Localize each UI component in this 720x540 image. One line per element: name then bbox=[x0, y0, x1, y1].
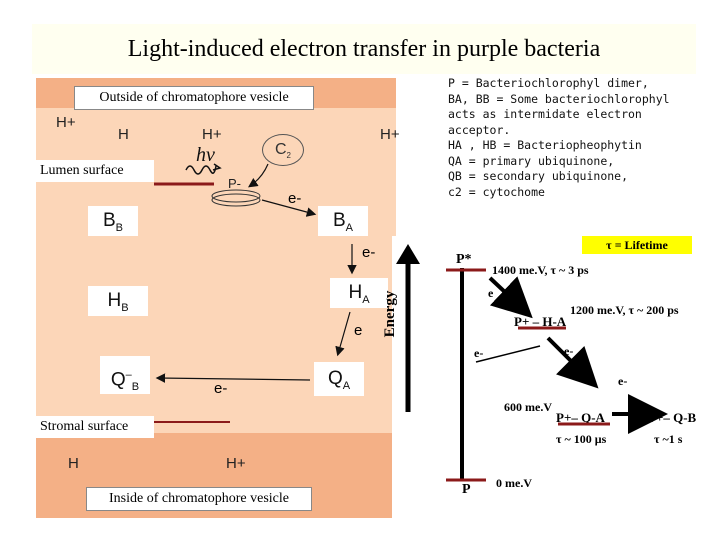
legend-line-2: BA, BB = Some bacteriochlorophyl bbox=[448, 91, 670, 106]
state2-energy: 1200 me.V, τ ~ 200 ps bbox=[570, 303, 679, 317]
proton-top-4: H+ bbox=[380, 126, 400, 143]
state4-species: P+– Q-B bbox=[648, 410, 697, 425]
stromal-surface-label: Stromal surface bbox=[36, 416, 154, 438]
cytochrome-c2: C2 bbox=[262, 134, 304, 166]
lumen-surface-label: Lumen surface bbox=[36, 160, 154, 182]
special-pair-label: P- bbox=[228, 176, 241, 191]
legend-line-1: P = Bacteriochlorophyl dimer, bbox=[448, 76, 649, 90]
ground-state-p: P bbox=[462, 482, 471, 497]
excited-state-p-star: P* bbox=[456, 252, 472, 267]
excited-state-energy: 1400 me.V, τ ~ 3 ps bbox=[492, 263, 589, 277]
cofactor-qb: Q–B bbox=[100, 356, 150, 394]
cofactor-hb: HB bbox=[88, 286, 148, 316]
transfer-electron-d: e- bbox=[618, 374, 628, 388]
legend-line-3: acts as intermidate electron acceptor. bbox=[448, 107, 642, 137]
legend-line-6: QB = secondary ubiquinone, bbox=[448, 169, 629, 183]
state4-lifetime: τ ~1 s bbox=[654, 432, 683, 446]
proton-bottom-1: H bbox=[68, 455, 79, 472]
transfer-electron-a: e bbox=[488, 286, 494, 300]
proton-top-3: H+ bbox=[202, 126, 222, 143]
electron-label-1: e- bbox=[288, 190, 302, 207]
energy-axis-label: Energy bbox=[382, 290, 398, 338]
legend-line-7: c2 = cytochome bbox=[448, 184, 545, 199]
cofactor-ba: BA bbox=[318, 206, 368, 236]
ground-state-energy: 0 me.V bbox=[496, 476, 532, 490]
legend-box: P = Bacteriochlorophyl dimer, BA, BB = S… bbox=[444, 76, 694, 212]
inside-label: Inside of chromatophore vesicle bbox=[86, 487, 312, 511]
transfer-electron-b: e- bbox=[474, 346, 484, 360]
state2-species: P+ – H-A bbox=[514, 314, 567, 329]
legend-line-4: HA , HB = Bacteriopheophytin bbox=[448, 138, 642, 152]
cofactor-ha: HA bbox=[330, 278, 388, 308]
energy-diagram-panel bbox=[392, 236, 704, 518]
light-hv-label: hν bbox=[196, 144, 215, 166]
title-background bbox=[32, 24, 696, 74]
electron-label-2: e- bbox=[362, 244, 376, 261]
transfer-electron-c: e- bbox=[564, 344, 574, 358]
cofactor-qa: QA bbox=[314, 362, 364, 396]
proton-top-2: H bbox=[118, 126, 129, 143]
state3-lifetime: τ ~ 100 μs bbox=[556, 432, 607, 446]
page-title: Light-induced electron transfer in purpl… bbox=[127, 36, 601, 62]
electron-label-3: e bbox=[354, 322, 363, 339]
proton-bottom-2: H+ bbox=[226, 455, 246, 472]
electron-label-4: e- bbox=[214, 380, 228, 397]
legend-line-5: QA = primary ubiquinone, bbox=[448, 153, 615, 168]
cofactor-bb: BB bbox=[88, 206, 138, 236]
proton-top-1: H+ bbox=[56, 114, 76, 131]
state3-energy: 600 me.V bbox=[504, 400, 552, 414]
lifetime-legend: τ = Lifetime bbox=[582, 236, 692, 254]
state3-species: P+– Q-A bbox=[556, 410, 605, 425]
outside-label: Outside of chromatophore vesicle bbox=[74, 86, 314, 110]
